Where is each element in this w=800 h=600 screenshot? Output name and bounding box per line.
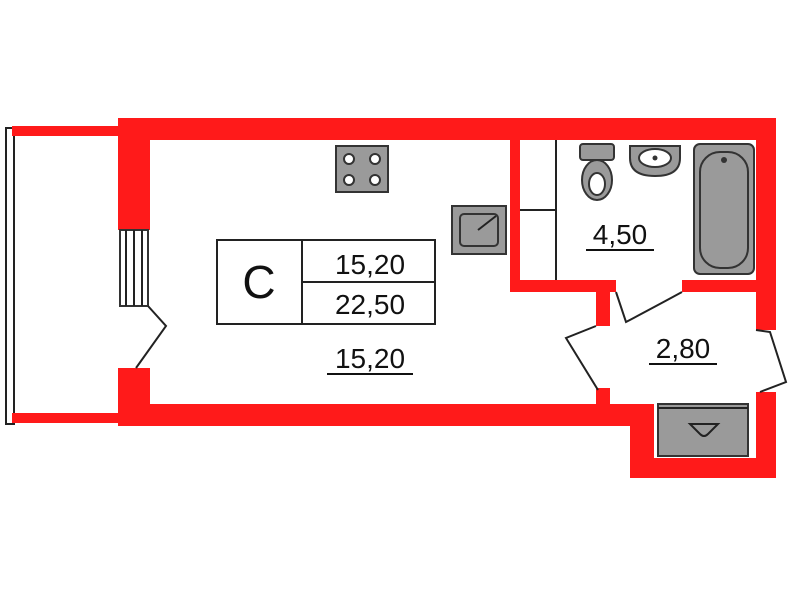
wall-hall-left-jamb-upper xyxy=(596,286,610,326)
wall-bath-bottom-left xyxy=(510,280,616,292)
balcony xyxy=(5,126,124,425)
apartment-type-label: С xyxy=(242,256,275,308)
ventilation-shaft xyxy=(520,140,557,280)
wall-left-upper xyxy=(118,118,150,230)
wall-hall-left-jamb-lower xyxy=(596,388,610,408)
wall-niche-bottom xyxy=(630,458,776,478)
wall-bottom-main xyxy=(118,404,638,426)
living-area-label: 15,20 xyxy=(335,249,405,280)
stove-icon xyxy=(335,145,389,193)
balcony-wall-bottom xyxy=(12,413,124,423)
wall-right-lower xyxy=(756,392,776,478)
wall-bath-bottom-right xyxy=(682,280,760,292)
main-room-area: 15,20 xyxy=(327,343,413,375)
total-area-label: 22,50 xyxy=(335,289,405,320)
bathroom-area-label: 4,50 xyxy=(593,219,648,250)
wall-right-upper xyxy=(756,118,776,330)
kitchen-sink-icon xyxy=(451,205,507,255)
hallway-area: 2,80 xyxy=(649,333,717,365)
bathroom-door xyxy=(615,291,683,324)
hallway-sink-icon xyxy=(657,403,749,457)
apartment-info-box: С 15,20 22,50 xyxy=(216,239,436,325)
hallway-door-left xyxy=(564,325,599,391)
hallway-door-right xyxy=(755,329,788,393)
toilet-icon xyxy=(579,143,615,201)
wall-top xyxy=(118,118,776,140)
window-left xyxy=(119,229,149,307)
main-room-area-label: 15,20 xyxy=(335,343,405,374)
balcony-railing xyxy=(5,127,15,425)
walls xyxy=(118,118,776,478)
wall-bath-left xyxy=(510,118,520,286)
washbasin-icon xyxy=(629,145,681,178)
balcony-door xyxy=(135,305,168,369)
bathroom-area: 4,50 xyxy=(586,219,654,251)
hallway-area-label: 2,80 xyxy=(656,333,711,364)
bathtub-icon xyxy=(693,143,755,275)
balcony-wall-top xyxy=(12,126,124,136)
